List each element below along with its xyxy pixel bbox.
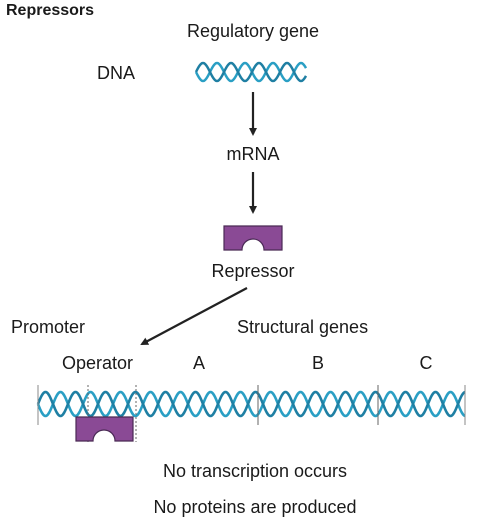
gene-a-label: A — [192, 353, 206, 373]
operon-helix-strand-1 — [36, 390, 466, 418]
mrna-label: mRNA — [226, 144, 280, 164]
regulatory-gene-helix — [194, 61, 308, 83]
gene-b-label: B — [311, 353, 325, 373]
regulatory-gene-label: Regulatory gene — [186, 21, 320, 41]
outcome-proteins: No proteins are produced — [153, 497, 357, 517]
outcome-transcription: No transcription occurs — [162, 461, 348, 481]
repressor-protein — [223, 225, 283, 251]
structural-genes-label: Structural genes — [237, 317, 369, 337]
operator-label: Operator — [62, 353, 134, 373]
dna-label: DNA — [97, 63, 136, 83]
operon-helix-strand-2 — [36, 390, 466, 418]
small-helix-strand-2 — [194, 61, 308, 83]
small-helix-strand-1 — [194, 61, 308, 83]
figure-title: Repressors — [6, 2, 95, 19]
promoter-label: Promoter — [11, 317, 86, 337]
repressor-to-operator-arrow — [140, 287, 248, 345]
operon-dna — [36, 385, 466, 442]
bound-repressor — [75, 416, 134, 442]
gene-c-label: C — [419, 353, 433, 373]
repressor-label: Repressor — [211, 261, 295, 281]
